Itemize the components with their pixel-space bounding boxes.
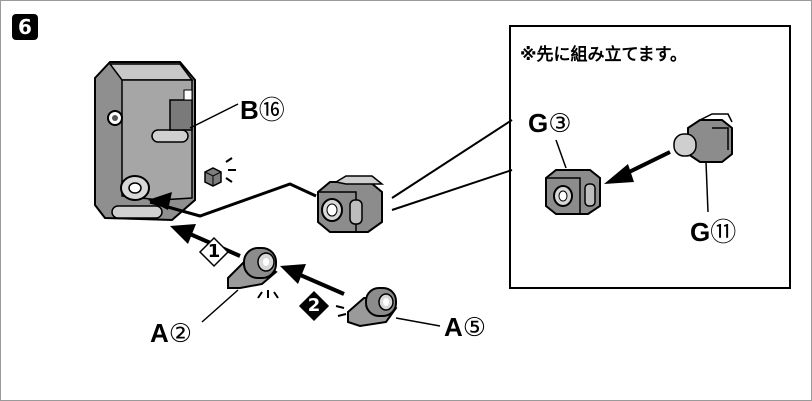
label-a2-num: ② (168, 319, 193, 349)
label-b16-num: ⑯ (258, 96, 285, 126)
assembly-path-line (149, 182, 317, 218)
a5-leader (395, 317, 441, 327)
inset-note: ※先に組み立てます。 (520, 45, 687, 65)
assembled-g-piece (317, 175, 385, 233)
g3-leader (555, 139, 567, 169)
step2-arrow-head (280, 264, 306, 284)
label-g11-letter: G (690, 217, 711, 247)
arrow-head-1 (148, 192, 172, 210)
part-a5 (335, 287, 398, 328)
step2-diamond (298, 290, 330, 322)
label-a2: A② (150, 318, 192, 349)
label-b16: B⑯ (240, 90, 285, 127)
label-a5-num: ⑤ (462, 313, 487, 343)
part-g3 (545, 169, 601, 215)
step1-diamond (198, 236, 230, 268)
part-b16-body (94, 61, 196, 222)
step1-arrow-head (170, 224, 196, 244)
a2-leader (201, 289, 239, 323)
step-badge: 6 (12, 14, 38, 40)
step1-number: 1 (207, 241, 221, 262)
label-g3: G③ (528, 108, 572, 139)
inset-arrow-head (604, 164, 634, 184)
label-g11-num: ⑪ (710, 218, 737, 248)
step2-number: 2 (307, 295, 321, 316)
label-b16-letter: B (240, 95, 259, 125)
b16-leader (189, 103, 239, 129)
part-g11 (673, 113, 733, 163)
label-a5: A⑤ (444, 312, 486, 343)
callout-line (391, 119, 513, 199)
g11-leader (705, 161, 709, 213)
step2-arrow-line (297, 272, 345, 296)
part-a2 (227, 247, 279, 299)
callout-line-2 (391, 169, 513, 211)
inset-box (509, 25, 791, 289)
label-g11: G⑪ (690, 212, 736, 249)
label-g3-letter: G (528, 108, 549, 138)
inset-arrow-line (624, 150, 671, 176)
loose-cube (204, 157, 236, 187)
label-a5-letter: A (444, 312, 463, 342)
label-a2-letter: A (150, 318, 169, 348)
label-g3-num: ③ (548, 109, 572, 139)
